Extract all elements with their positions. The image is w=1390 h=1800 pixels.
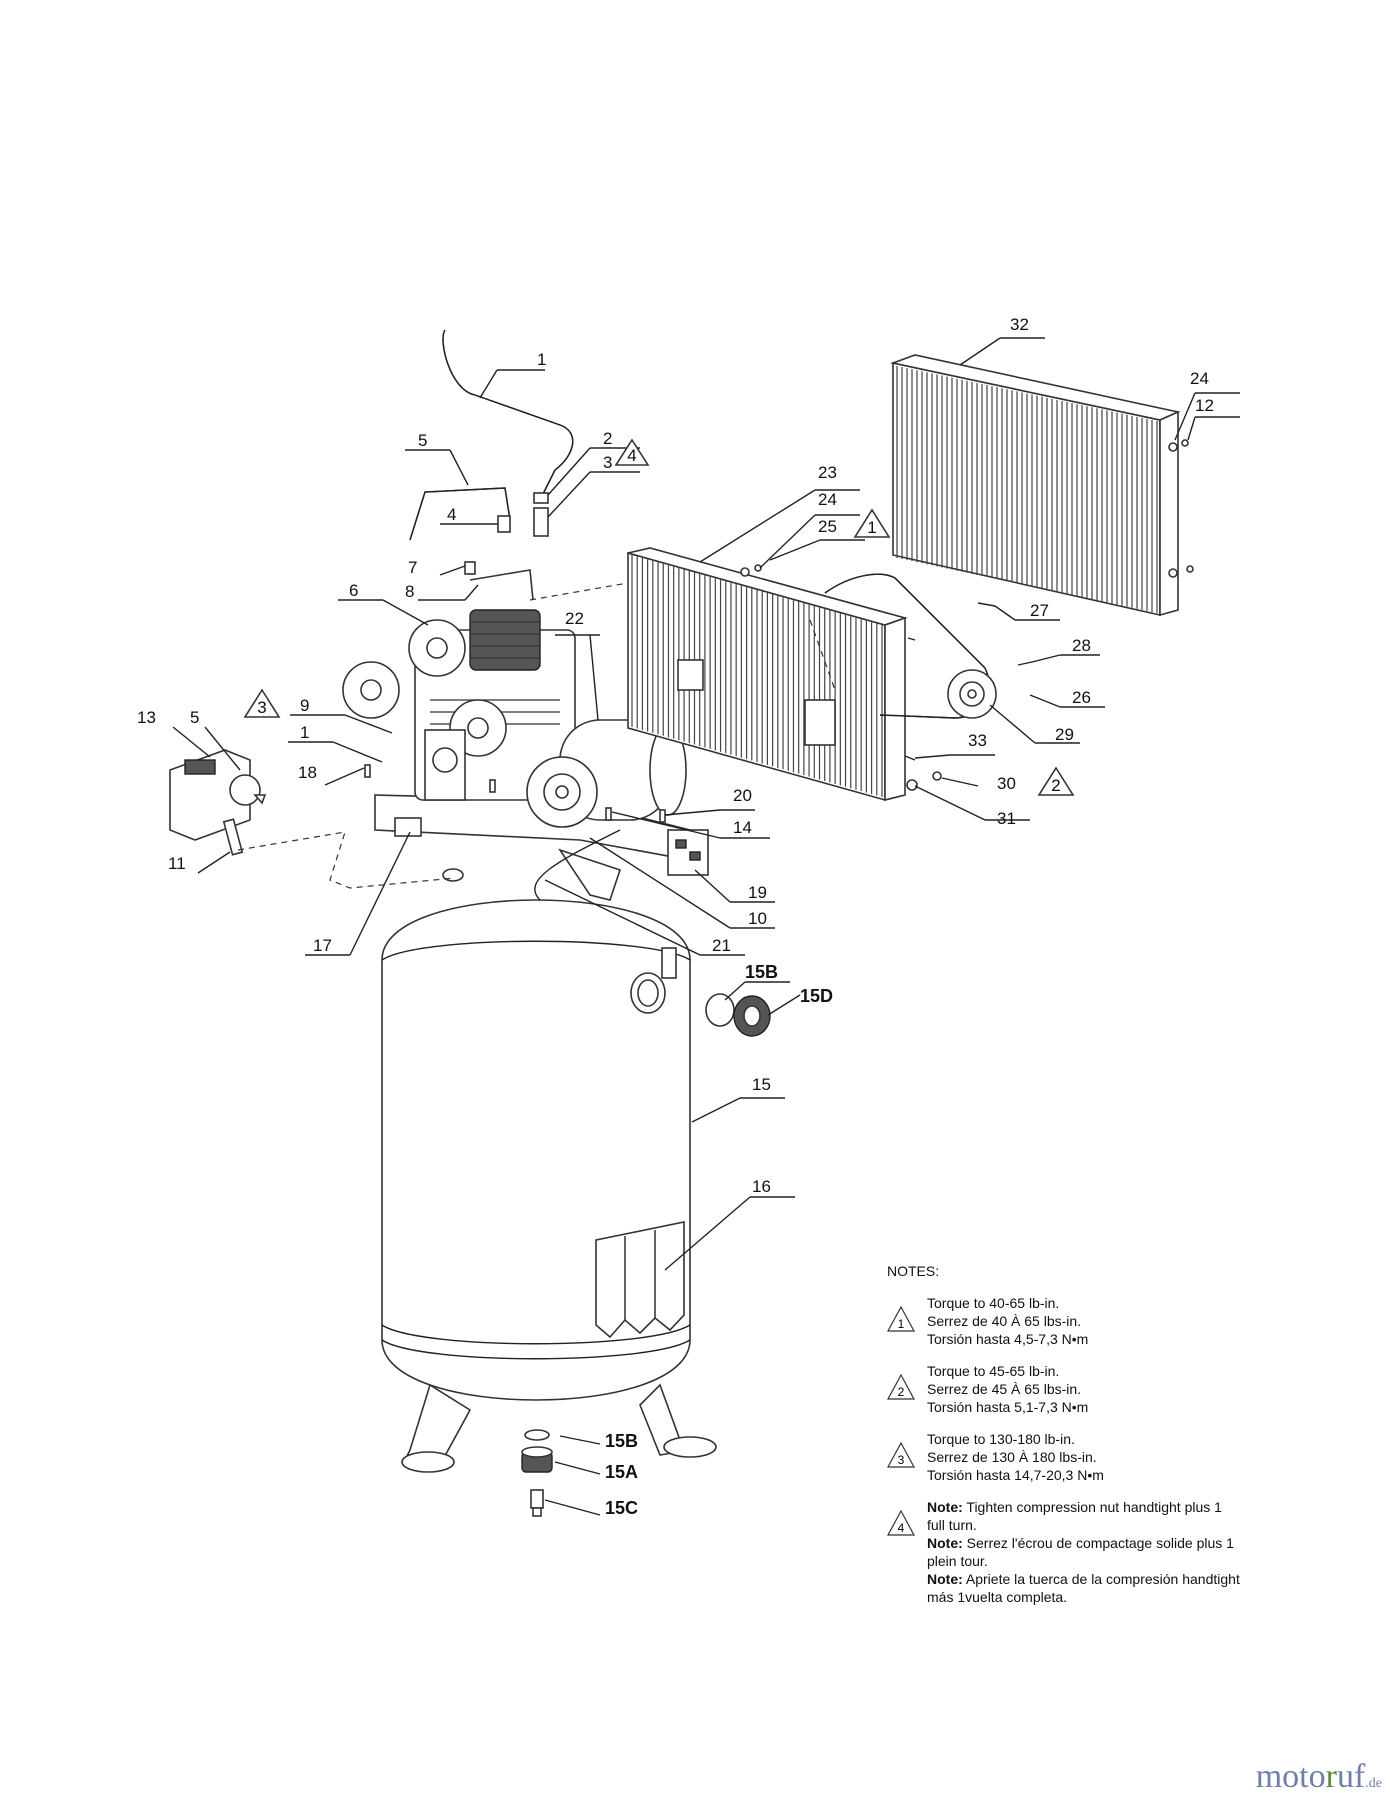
label-2: 2 bbox=[603, 429, 612, 448]
label-24-rear: 24 bbox=[1190, 369, 1209, 388]
label-6: 6 bbox=[349, 581, 358, 600]
label-29: 29 bbox=[1055, 725, 1074, 744]
label-22: 22 bbox=[565, 609, 584, 628]
svg-text:1: 1 bbox=[898, 1317, 905, 1331]
label-33: 33 bbox=[968, 731, 987, 750]
note-1-line-3: Torsión hasta 4,5-7,3 N•m bbox=[927, 1331, 1089, 1347]
label-8: 8 bbox=[405, 582, 414, 601]
label-12: 12 bbox=[1195, 396, 1214, 415]
label-1-top: 1 bbox=[537, 350, 546, 369]
belt-and-pulley bbox=[824, 573, 997, 719]
svg-text:2: 2 bbox=[1051, 776, 1060, 795]
note-4-triangle: 4 bbox=[886, 1509, 916, 1536]
part-labels: 1 5 2 3 4 7 8 6 22 9 1 13 5 18 11 20 14 … bbox=[137, 315, 1214, 1518]
label-27: 27 bbox=[1030, 601, 1049, 620]
label-7: 7 bbox=[408, 558, 417, 577]
belt-guard-rear bbox=[890, 354, 1181, 617]
note-2-line-3: Torsión hasta 5,1-7,3 N•m bbox=[927, 1399, 1089, 1415]
belt-guard-front bbox=[627, 547, 908, 802]
notes-panel: NOTES: 1 Torque to 40-65 lb-in. Serrez d… bbox=[886, 1262, 1307, 1620]
label-1-lower: 1 bbox=[300, 723, 309, 742]
note-1-line-1: Torque to 40-65 lb-in. bbox=[927, 1295, 1060, 1311]
label-24-front: 24 bbox=[818, 490, 837, 509]
callout-triangle-2: 2 bbox=[1037, 766, 1075, 796]
label-19: 19 bbox=[748, 883, 767, 902]
label-31: 31 bbox=[997, 809, 1016, 828]
label-13: 13 bbox=[137, 708, 156, 727]
label-16: 16 bbox=[752, 1177, 771, 1196]
label-15d: 15D bbox=[800, 986, 833, 1006]
label-17: 17 bbox=[313, 936, 332, 955]
label-21: 21 bbox=[712, 936, 731, 955]
svg-text:4: 4 bbox=[627, 446, 636, 465]
fittings bbox=[464, 492, 549, 601]
note-3-line-2: Serrez de 130 À 180 lbs-in. bbox=[927, 1449, 1097, 1465]
note-3: 3 Torque to 130-180 lb-in. Serrez de 130… bbox=[886, 1430, 1307, 1484]
label-30: 30 bbox=[997, 774, 1016, 793]
label-15c: 15C bbox=[605, 1498, 638, 1518]
label-9: 9 bbox=[300, 696, 309, 715]
svg-text:2: 2 bbox=[898, 1385, 905, 1399]
note-4-line-1: Note: Tighten compression nut handtight … bbox=[927, 1499, 1222, 1515]
note-4-line-5: Note: Apriete la tuerca de la compresión… bbox=[927, 1571, 1240, 1587]
brand-watermark: motoruf.de bbox=[1255, 1758, 1382, 1795]
air-tank bbox=[381, 868, 717, 1473]
pressure-switch bbox=[169, 749, 267, 856]
label-15b-top: 15B bbox=[745, 962, 778, 982]
label-26: 26 bbox=[1072, 688, 1091, 707]
label-15: 15 bbox=[752, 1075, 771, 1094]
note-4-line-4: plein tour. bbox=[927, 1553, 988, 1569]
label-15b-bottom: 15B bbox=[605, 1431, 638, 1451]
label-15a: 15A bbox=[605, 1462, 638, 1482]
hardware bbox=[740, 439, 1194, 791]
notes-heading: NOTES: bbox=[887, 1263, 940, 1279]
label-23: 23 bbox=[818, 463, 837, 482]
label-28: 28 bbox=[1072, 636, 1091, 655]
note-3-line-1: Torque to 130-180 lb-in. bbox=[927, 1431, 1075, 1447]
note-1-line-2: Serrez de 40 À 65 lbs-in. bbox=[927, 1313, 1082, 1329]
label-4: 4 bbox=[447, 505, 456, 524]
note-4: 4 Note: Tighten compression nut handtigh… bbox=[886, 1498, 1307, 1606]
label-5-lower: 5 bbox=[190, 708, 199, 727]
svg-text:4: 4 bbox=[898, 1521, 905, 1535]
label-20: 20 bbox=[733, 786, 752, 805]
callout-triangle-4: 4 bbox=[614, 438, 650, 466]
label-18: 18 bbox=[298, 763, 317, 782]
callout-triangle-3: 3 bbox=[243, 688, 281, 718]
svg-text:3: 3 bbox=[898, 1453, 905, 1467]
label-10: 10 bbox=[748, 909, 767, 928]
screws bbox=[364, 764, 666, 823]
note-2: 2 Torque to 45-65 lb-in. Serrez de 45 À … bbox=[886, 1362, 1307, 1416]
label-11: 11 bbox=[168, 854, 186, 873]
callout-triangle-1: 1 bbox=[853, 508, 891, 538]
drain-parts bbox=[521, 1429, 553, 1517]
label-5-top: 5 bbox=[418, 431, 427, 450]
svg-text:1: 1 bbox=[867, 518, 876, 537]
label-14: 14 bbox=[733, 818, 752, 837]
label-32: 32 bbox=[1010, 315, 1029, 334]
note-4-line-2: full turn. bbox=[927, 1517, 977, 1533]
label-25: 25 bbox=[818, 517, 837, 536]
note-3-triangle: 3 bbox=[886, 1441, 916, 1468]
label-3: 3 bbox=[603, 453, 612, 472]
note-3-line-3: Torsión hasta 14,7-20,3 N•m bbox=[927, 1467, 1104, 1483]
note-2-line-1: Torque to 45-65 lb-in. bbox=[927, 1363, 1060, 1379]
note-2-line-2: Serrez de 45 À 65 lbs-in. bbox=[927, 1381, 1082, 1397]
svg-text:3: 3 bbox=[257, 698, 266, 717]
note-1-triangle: 1 bbox=[886, 1305, 916, 1332]
note-1: 1 Torque to 40-65 lb-in. Serrez de 40 À … bbox=[886, 1294, 1307, 1348]
leader-lines bbox=[172, 337, 1240, 1516]
side-fittings bbox=[705, 993, 771, 1037]
tube-upper bbox=[409, 487, 511, 541]
note-2-triangle: 2 bbox=[886, 1373, 916, 1400]
note-4-line-6: más 1vuelta completa. bbox=[927, 1589, 1068, 1605]
pump-motor-assembly bbox=[342, 609, 709, 901]
note-4-line-3: Note: Serrez l'écrou de compactage solid… bbox=[927, 1535, 1234, 1551]
